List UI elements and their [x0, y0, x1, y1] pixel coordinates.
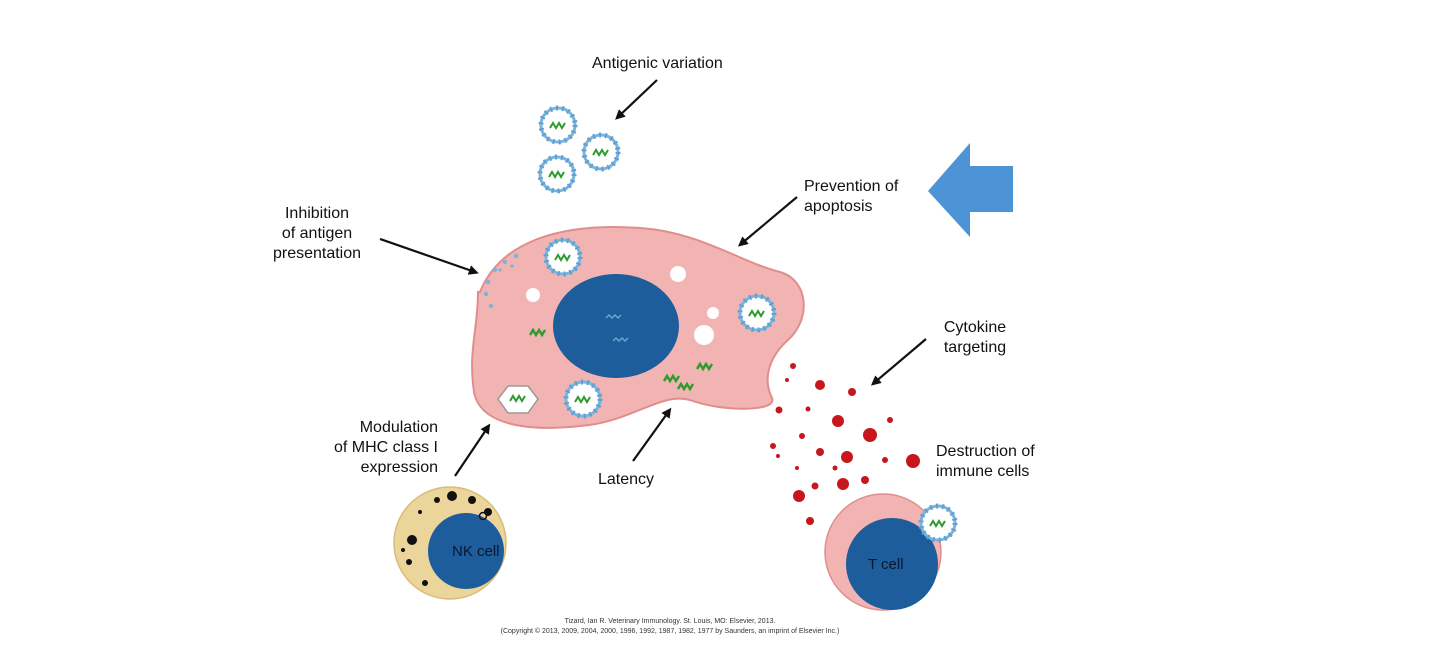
- vacuole: [694, 325, 714, 345]
- virion: [546, 240, 580, 274]
- label-latency: Latency: [598, 471, 655, 488]
- surface-blebs: [483, 253, 519, 309]
- label-cytokine-targeting: Cytokine targeting: [943, 319, 1007, 356]
- virion: [740, 296, 774, 330]
- nk-cell: [393, 486, 507, 600]
- virion: [540, 157, 574, 191]
- label-nk-cell: NK cell: [452, 543, 500, 560]
- label-inhibition-of-antigen-presentation: Inhibition of antigen presentation: [272, 205, 362, 262]
- virion: [541, 108, 575, 142]
- label-prevention-of-apoptosis: Prevention of apoptosis: [804, 178, 899, 215]
- arrow-inhibition-presentation: [379, 237, 479, 275]
- arrow-cytokine-targeting: [870, 338, 927, 386]
- label-antigenic-variation: Antigenic variation: [592, 55, 723, 72]
- nucleus: [553, 274, 679, 378]
- arrow-prevention-apoptosis: [737, 196, 798, 247]
- credit-line-1: Tizard, Ian R. Veterinary Immunology. St…: [564, 618, 776, 625]
- cytokine-particles: [770, 363, 920, 525]
- credit-line-2: (Copyright © 2013, 2009, 2004, 2000, 199…: [500, 628, 840, 635]
- vacuole: [707, 307, 719, 319]
- virion: [584, 135, 618, 169]
- arrow-antigenic-variation: [615, 79, 658, 120]
- label-modulation-of-mhc: Modulation of MHC class I expression: [333, 419, 438, 476]
- virion: [566, 382, 600, 416]
- t-cell: [824, 493, 955, 611]
- arrow-latency: [632, 407, 672, 462]
- arrow-modulation-mhc: [454, 423, 491, 477]
- vacuole: [526, 288, 540, 302]
- label-t-cell: T cell: [868, 556, 904, 573]
- label-destruction-of-immune-cells: Destruction of immune cells: [936, 443, 1035, 480]
- vacuole: [670, 266, 686, 282]
- left-arrow-icon: [928, 143, 1013, 237]
